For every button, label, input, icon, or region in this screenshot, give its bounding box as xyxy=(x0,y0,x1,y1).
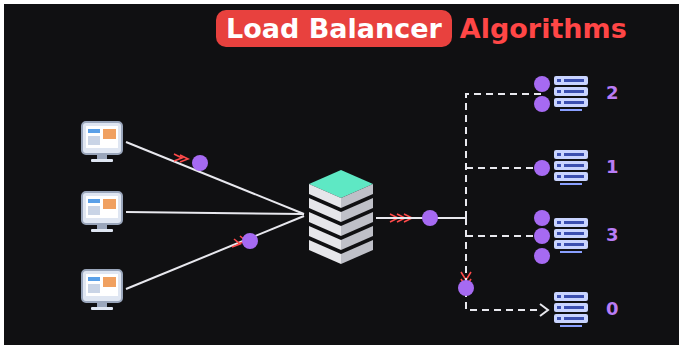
server-count: 2 xyxy=(606,82,619,103)
server-count: 0 xyxy=(606,298,619,319)
title-word: Algorithms xyxy=(460,13,627,44)
load-balancer-illustration xyxy=(4,4,679,345)
server-count: 3 xyxy=(606,224,619,245)
diagram-title: Load Balancer xyxy=(226,13,442,44)
canvas: Load Balancer Algorithms 2 1 3 0 xyxy=(4,4,679,345)
server-count: 1 xyxy=(606,156,619,177)
